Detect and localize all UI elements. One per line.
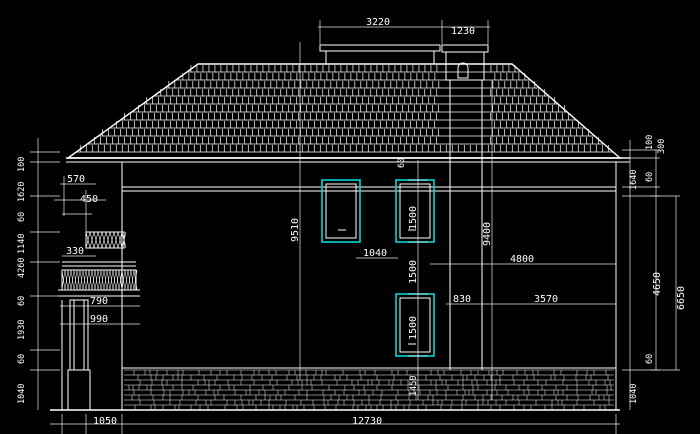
dim-lv-1140: 1140 xyxy=(17,234,27,254)
dim-left-330: 330 xyxy=(66,246,84,257)
dim-rv-1640: 1640 xyxy=(629,170,639,190)
dim-rv-6650: 6650 xyxy=(676,286,687,310)
dim-mv-60: 60 xyxy=(397,158,407,168)
roof xyxy=(65,44,630,163)
balcony-lower-hatch xyxy=(61,269,138,291)
dimension-lines xyxy=(30,20,680,434)
dim-rv-1040: 1040 xyxy=(629,384,639,404)
dim-left-990: 990 xyxy=(90,314,108,325)
dim-rv-60b: 60 xyxy=(645,354,655,364)
dim-mv-1450: 1450 xyxy=(409,376,419,396)
dim-mv-9510: 9510 xyxy=(290,218,301,242)
roof-tiles xyxy=(76,65,614,153)
dim-bottom-1050: 1050 xyxy=(93,416,117,427)
dim-lv-1930: 1930 xyxy=(17,320,27,340)
dim-left-790: 790 xyxy=(90,296,108,307)
dim-top-3220: 3220 xyxy=(366,17,390,28)
dim-mv-1500b: 1500 xyxy=(408,260,419,284)
dim-lv-60b: 60 xyxy=(17,296,27,306)
dim-mid-830: 830 xyxy=(453,294,471,305)
dim-lv-60c: 60 xyxy=(17,354,27,364)
dim-mv-9400: 9400 xyxy=(482,222,493,246)
stone-plinth xyxy=(124,369,614,410)
dim-lv-1040: 1040 xyxy=(17,384,27,404)
dim-left-570: 570 xyxy=(67,174,85,185)
dimension-labels: 3220 1230 1050 12730 570 450 330 790 990… xyxy=(17,17,687,427)
dim-rv-4650: 4650 xyxy=(652,272,663,296)
dim-rv-100: 100 xyxy=(645,135,655,150)
dim-left-450: 450 xyxy=(80,194,98,205)
dim-lv-1620: 1620 xyxy=(17,182,27,202)
dim-rv-60a: 60 xyxy=(645,172,655,182)
dim-rv-300: 300 xyxy=(657,139,667,154)
dim-mv-1500a: 1500 xyxy=(408,206,419,230)
dim-bottom-12730: 12730 xyxy=(352,416,382,427)
dim-top-1230: 1230 xyxy=(451,26,475,37)
roof-ridge-base xyxy=(325,50,435,65)
left-balcony xyxy=(58,231,140,411)
dim-lv-100: 100 xyxy=(17,157,27,172)
wall xyxy=(50,162,620,411)
dim-mid-4800: 4800 xyxy=(510,254,534,265)
dim-lv-4260: 4260 xyxy=(17,258,27,278)
chimney-arch xyxy=(457,62,469,79)
dim-mv-1500c: 1500 xyxy=(408,316,419,340)
balcony-upper-hatch xyxy=(85,231,127,249)
chimney xyxy=(441,44,489,370)
porch-column-base xyxy=(67,369,91,411)
dim-lv-60a: 60 xyxy=(17,212,27,222)
dim-mid-3570: 3570 xyxy=(534,294,558,305)
dim-mid-1040: 1040 xyxy=(363,248,387,259)
window-upper-left xyxy=(321,179,361,243)
